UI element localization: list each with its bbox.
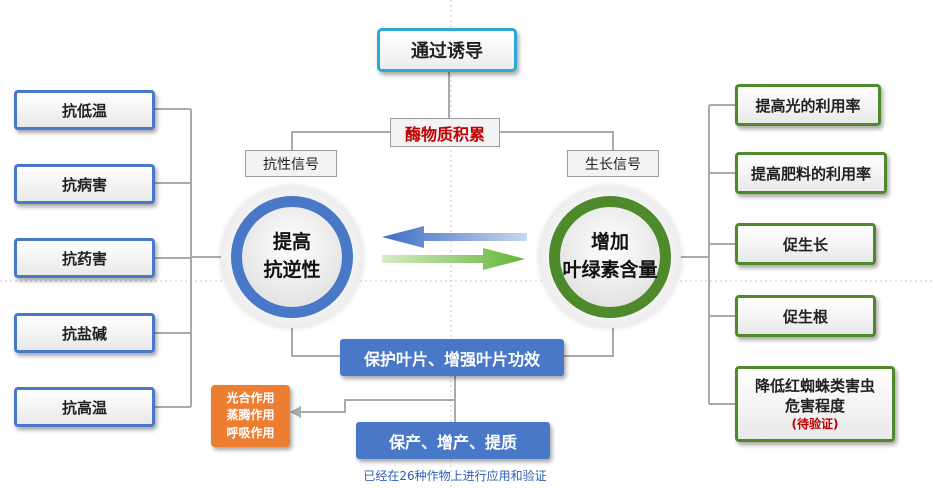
right-item-rooting: 促生根: [735, 295, 876, 337]
transpiration-label: 蒸腾作用: [226, 408, 275, 423]
induction-box: 通过诱导: [377, 28, 517, 72]
footnote: 已经在26种作物上进行应用和验证: [363, 468, 547, 483]
pest-line1: 降低红蜘蛛类害虫: [754, 376, 875, 395]
right-item-fertilizer-use: 提高肥料的利用率: [735, 152, 887, 194]
respiration-label: 呼吸作用: [226, 425, 275, 440]
left-item-saline: 抗盐碱: [14, 313, 155, 353]
right-arrow: [382, 248, 525, 270]
chlorophyll-circle: 增加 叶绿素含量: [549, 196, 671, 318]
left-item-disease: 抗病害: [14, 164, 155, 204]
left-item-cold: 抗低温: [14, 90, 155, 130]
photosynthesis-box: 光合作用 蒸腾作用 呼吸作用: [211, 385, 290, 447]
resistance-signal-label: 抗性信号: [245, 150, 337, 177]
resistance-circle: 提高 抗逆性: [231, 196, 353, 318]
photosynthesis-label: 光合作用: [226, 390, 275, 405]
chlorophyll-circle-line1: 增加: [590, 231, 629, 254]
pending-verification-note: (待验证): [791, 417, 839, 432]
growth-signal-label: 生长信号: [567, 150, 659, 177]
right-item-pest-reduction: 降低红蜘蛛类害虫 危害程度 (待验证): [735, 366, 895, 442]
protect-leaf-box: 保护叶片、增强叶片功效: [340, 339, 564, 376]
induction-label: 通过诱导: [411, 41, 483, 62]
pest-line2: 危害程度: [784, 396, 845, 415]
resistance-circle-line2: 抗逆性: [263, 259, 321, 281]
enzyme-label: 酶物质积累: [390, 118, 500, 147]
left-arrow: [382, 226, 527, 248]
yield-box: 保产、增产、提质: [356, 422, 550, 459]
left-item-pesticide: 抗药害: [14, 238, 155, 278]
chlorophyll-circle-line2: 叶绿素含量: [562, 259, 658, 281]
resistance-circle-line1: 提高: [272, 231, 311, 254]
right-item-growth: 促生长: [735, 223, 876, 265]
right-item-light-use: 提高光的利用率: [735, 84, 881, 126]
left-item-heat: 抗高温: [14, 387, 155, 427]
